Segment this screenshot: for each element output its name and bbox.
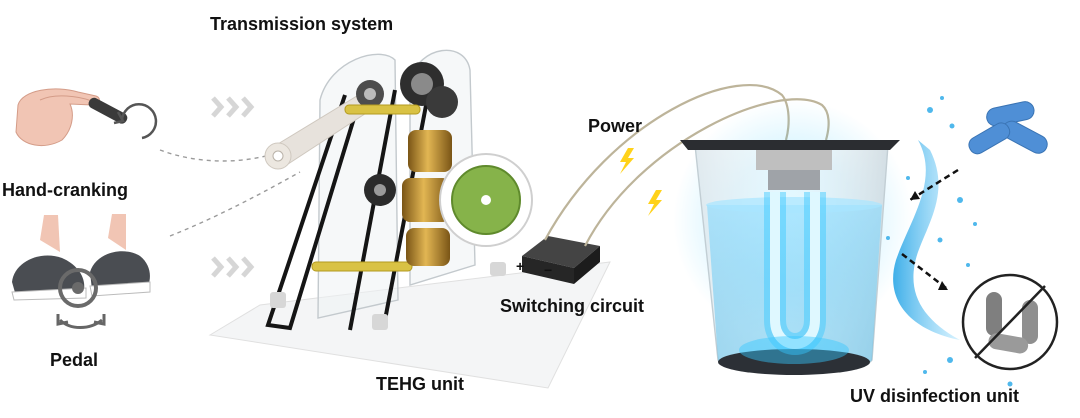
pedal-connector-line: [169, 171, 301, 237]
circuit-minus-sign: −: [544, 262, 553, 278]
transmission-machine: [264, 49, 533, 331]
tehg-base-plate: [208, 261, 611, 389]
switching-circuit-box: [522, 236, 600, 284]
water-splash: [886, 96, 1013, 387]
dashed-arrow-in-head: [910, 191, 920, 200]
hand-connector-line: [159, 147, 291, 162]
label-uv-disinfection-unit: UV disinfection unit: [850, 386, 1019, 406]
dashed-arrow-out-head: [938, 281, 948, 290]
label-transmission-system: Transmission system: [210, 14, 394, 34]
bolt-icon: [620, 148, 634, 174]
pedal-shoes-icon: [11, 214, 151, 329]
uv-beaker: [673, 100, 913, 375]
label-switching-circuit: Switching circuit: [500, 296, 645, 316]
label-power: Power: [588, 116, 643, 136]
chevron-arrows-top: [211, 96, 255, 118]
hand-crank-icon: [15, 88, 158, 147]
chevron-arrows-bottom: [211, 256, 255, 278]
bacteria-live-icon: [968, 101, 1048, 155]
label-tehg-unit: TEHG unit: [376, 374, 464, 394]
bacteria-dead-icon: [961, 273, 1059, 371]
brass-gears: [364, 130, 452, 266]
circuit-plus-sign: +: [516, 258, 525, 274]
label-hand-cranking: Hand-cranking: [2, 180, 129, 200]
label-pedal: Pedal: [50, 350, 99, 370]
bolt-icon: [648, 190, 662, 216]
